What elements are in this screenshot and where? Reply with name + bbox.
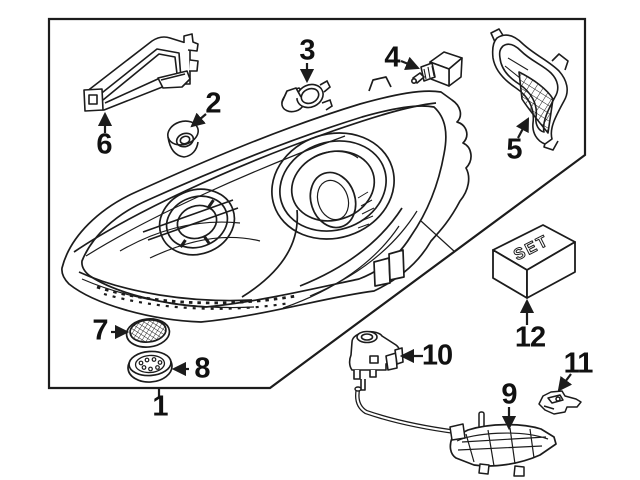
part-5-cover-grille-drawing	[490, 28, 569, 151]
part-8-vent-cap-drawing	[127, 350, 173, 383]
callout-arrow-11	[557, 373, 573, 392]
callout-label-3: 3	[299, 34, 315, 67]
callout-label-8: 8	[194, 352, 210, 385]
part-4-connector-bulb-drawing	[410, 51, 463, 87]
callout-label-2: 2	[205, 87, 221, 120]
callout-label-6: 6	[96, 128, 112, 161]
callout-arrow-5	[516, 117, 529, 139]
callout-label-7: 7	[92, 314, 108, 347]
diagram-border	[47, 17, 587, 390]
part-6-mount-bracket-drawing	[83, 33, 199, 112]
callout-label-11: 11	[563, 347, 594, 380]
callout-label-9: 9	[501, 378, 517, 411]
part-12-set-box-drawing: SET	[492, 224, 576, 299]
callout-label-12: 12	[514, 321, 546, 354]
part-10-leveling-motor-drawing	[348, 330, 404, 391]
callout-label-5: 5	[506, 133, 522, 166]
callout-label-10: 10	[421, 339, 453, 372]
part-11-clip-drawing	[538, 390, 582, 415]
callout-arrow-4	[400, 56, 420, 70]
part-9-bracket-rod-drawing	[354, 386, 557, 477]
part-1-headlamp-assembly-drawing	[61, 76, 472, 323]
callout-arrows	[97, 56, 573, 431]
callout-label-4: 4	[384, 41, 400, 74]
callout-label-1: 1	[152, 390, 168, 423]
part-7-mesh-cap-drawing	[125, 318, 171, 348]
callout-arrow-2	[190, 112, 207, 128]
